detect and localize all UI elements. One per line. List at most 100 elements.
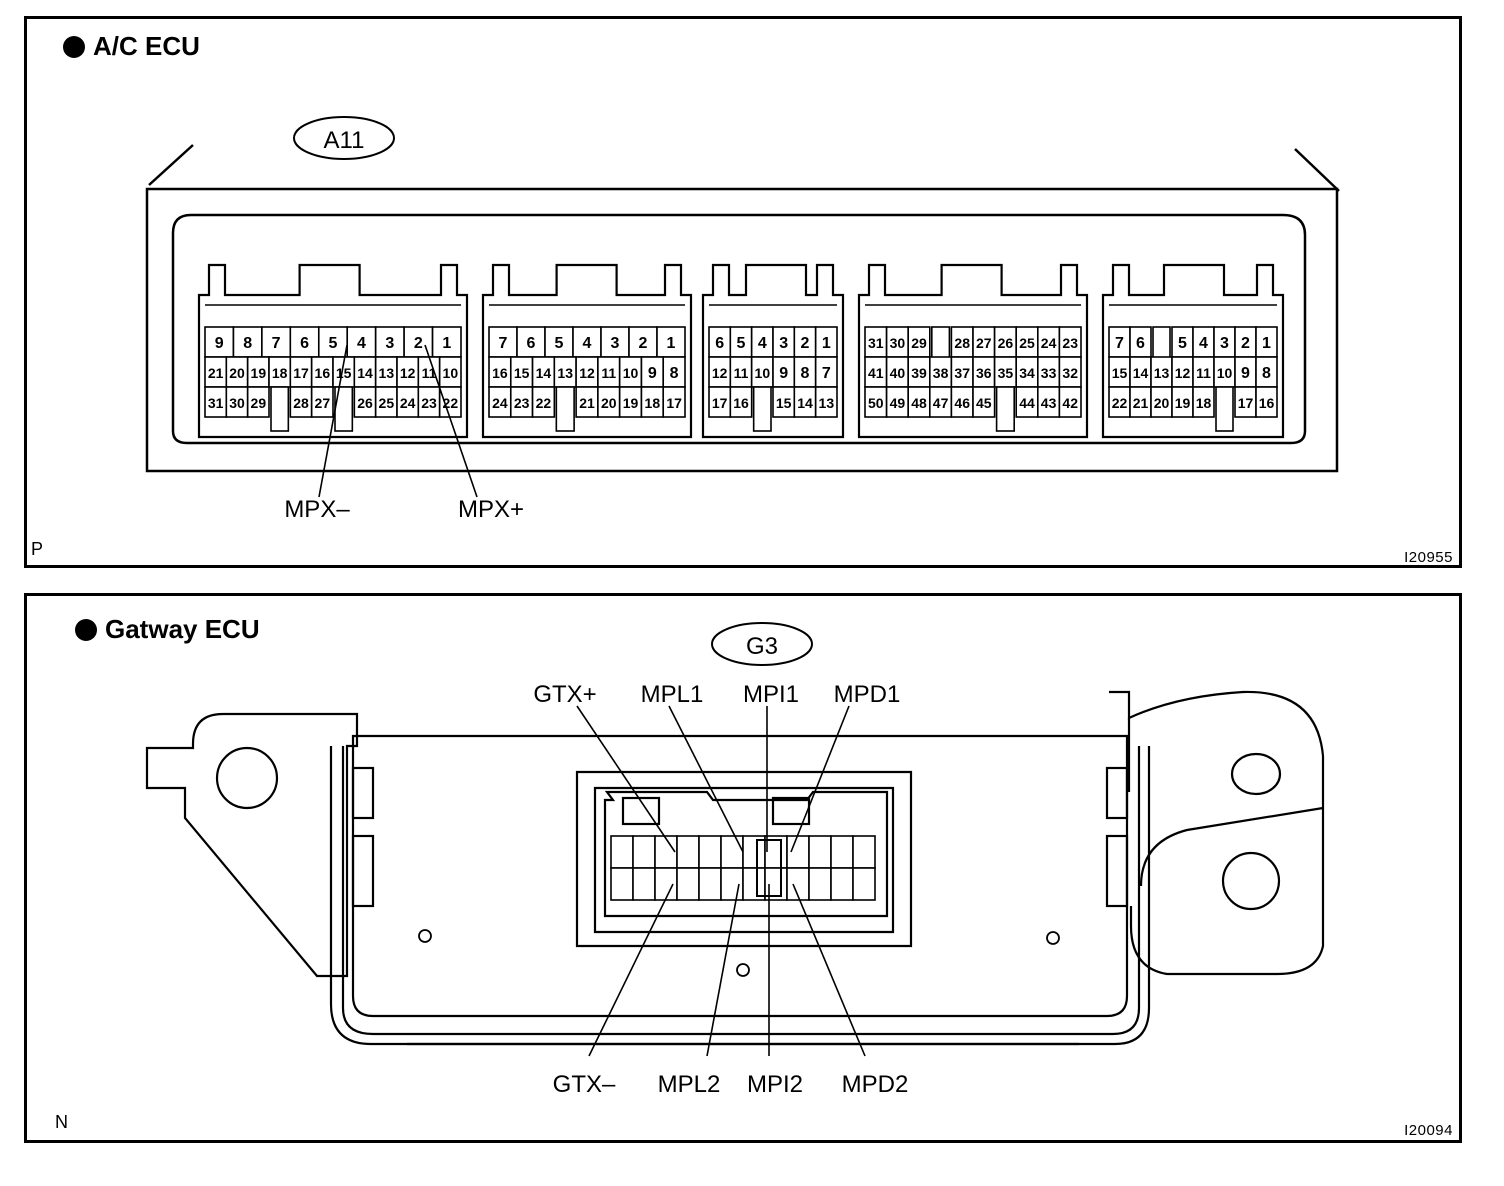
terminal-number: 28 — [954, 335, 970, 351]
terminal-number: 13 — [379, 365, 395, 381]
terminal-number: 24 — [1041, 335, 1057, 351]
terminal-number: 6 — [527, 335, 536, 352]
terminal-number: 50 — [868, 395, 884, 411]
terminal-number: 18 — [645, 395, 661, 411]
terminal-number: 13 — [557, 365, 573, 381]
terminal-number: 2 — [1241, 335, 1250, 352]
g3-terminal-cell — [676, 835, 700, 869]
g3-id-text: G3 — [746, 633, 778, 660]
terminal-number: 1 — [442, 335, 451, 352]
g3-terminal-cell — [698, 867, 722, 901]
terminal-number: 1 — [822, 335, 831, 352]
terminal-number: 12 — [579, 365, 595, 381]
terminal-number: 6 — [1136, 335, 1145, 352]
g3-terminal-cell — [654, 867, 678, 901]
terminal-number: 11 — [734, 365, 749, 381]
g3-terminal-cell — [698, 835, 722, 869]
terminal-number: 1 — [1262, 335, 1271, 352]
terminal-number: 3 — [385, 335, 394, 352]
terminal-number: 22 — [536, 395, 552, 411]
terminal-number: 3 — [1220, 335, 1229, 352]
mpd1-leader — [790, 705, 850, 853]
terminal-number: 23 — [1062, 335, 1078, 351]
terminal-number: 11 — [601, 365, 616, 381]
g3-terminal-cell — [852, 835, 876, 869]
g3-id-ellipse — [711, 622, 813, 666]
a11-id-text: A11 — [324, 127, 365, 154]
key-slot — [752, 386, 772, 432]
terminal-number: 12 — [712, 365, 728, 381]
terminal-number: 12 — [400, 365, 416, 381]
g3-terminal-cell — [720, 835, 744, 869]
corner-letter-p: P — [31, 539, 44, 559]
terminal-number: 5 — [555, 335, 564, 352]
terminal-number: 23 — [421, 395, 437, 411]
terminal-number: 2 — [414, 335, 423, 352]
terminal-number: 17 — [293, 365, 309, 381]
terminal-number: 31 — [868, 335, 884, 351]
mpx-minus-leader — [318, 344, 348, 498]
terminal-number: 14 — [536, 365, 552, 381]
terminal-number: 24 — [400, 395, 416, 411]
terminal-number: 24 — [492, 395, 508, 411]
terminal-number: 19 — [251, 365, 267, 381]
terminal-number: 28 — [293, 395, 309, 411]
terminal-number: 23 — [514, 395, 530, 411]
terminal-number: 20 — [229, 365, 245, 381]
label-mpl2: MPL2 — [658, 1071, 721, 1098]
terminal-number: 12 — [1175, 365, 1191, 381]
terminal-number: 7 — [499, 335, 508, 352]
terminal-number: 8 — [801, 365, 810, 382]
terminal-number: 4 — [357, 335, 366, 352]
terminal-number: 21 — [208, 365, 224, 381]
terminal-number: 1 — [667, 335, 676, 352]
terminal-number: 21 — [579, 395, 595, 411]
g3-terminal-cell — [852, 867, 876, 901]
terminal-number: 2 — [639, 335, 648, 352]
terminal-number: 9 — [1241, 365, 1250, 382]
terminal-cell — [656, 326, 686, 358]
g3-terminal-cell — [830, 835, 854, 869]
terminal-number: 15 — [336, 365, 352, 381]
terminal-number: 9 — [648, 365, 657, 382]
terminal-number: 19 — [623, 395, 639, 411]
terminal-cell — [346, 326, 377, 358]
terminal-number: 18 — [1196, 395, 1212, 411]
terminal-cell — [814, 386, 838, 418]
g3-terminal-cell — [654, 835, 678, 869]
terminal-number: 10 — [623, 365, 639, 381]
terminal-number: 6 — [300, 335, 309, 352]
gateway-ecu-title: Gatway ECU — [75, 614, 260, 645]
g3-terminal-cell — [808, 867, 832, 901]
terminal-number: 3 — [779, 335, 788, 352]
terminal-number: 16 — [492, 365, 508, 381]
mount-hole — [1046, 931, 1060, 945]
terminal-cell — [374, 326, 405, 358]
gateway-ecu-panel: Gatway ECU N I20094 — [24, 593, 1462, 1143]
label-gtx-plus: GTX+ — [533, 681, 596, 708]
terminal-number: 35 — [998, 365, 1014, 381]
terminal-cell — [1192, 386, 1215, 418]
mpx-plus-label: MPX+ — [458, 496, 524, 523]
gateway-ecu-title-text: Gatway ECU — [105, 614, 260, 644]
terminal-number: 43 — [1041, 395, 1057, 411]
bullet-icon — [63, 35, 85, 58]
ac-ecu-housing — [145, 144, 1340, 473]
terminal-number: 44 — [1019, 395, 1035, 411]
terminal-number: 10 — [1217, 365, 1233, 381]
terminal-number: 7 — [1115, 335, 1124, 352]
terminal-number: 17 — [1238, 395, 1254, 411]
terminal-cell — [531, 386, 556, 418]
mpx-minus-label: MPX– — [284, 496, 350, 523]
terminal-number: 37 — [954, 365, 970, 381]
ac-ecu-title: A/C ECU — [63, 31, 200, 62]
bullet-icon — [75, 618, 97, 641]
ac-ecu-title-text: A/C ECU — [93, 31, 200, 61]
terminal-number: 5 — [329, 335, 338, 352]
terminal-cell — [972, 386, 996, 418]
terminal-number: 48 — [911, 395, 927, 411]
terminal-number: 8 — [243, 335, 252, 352]
gtx-plus-leader — [576, 705, 676, 853]
